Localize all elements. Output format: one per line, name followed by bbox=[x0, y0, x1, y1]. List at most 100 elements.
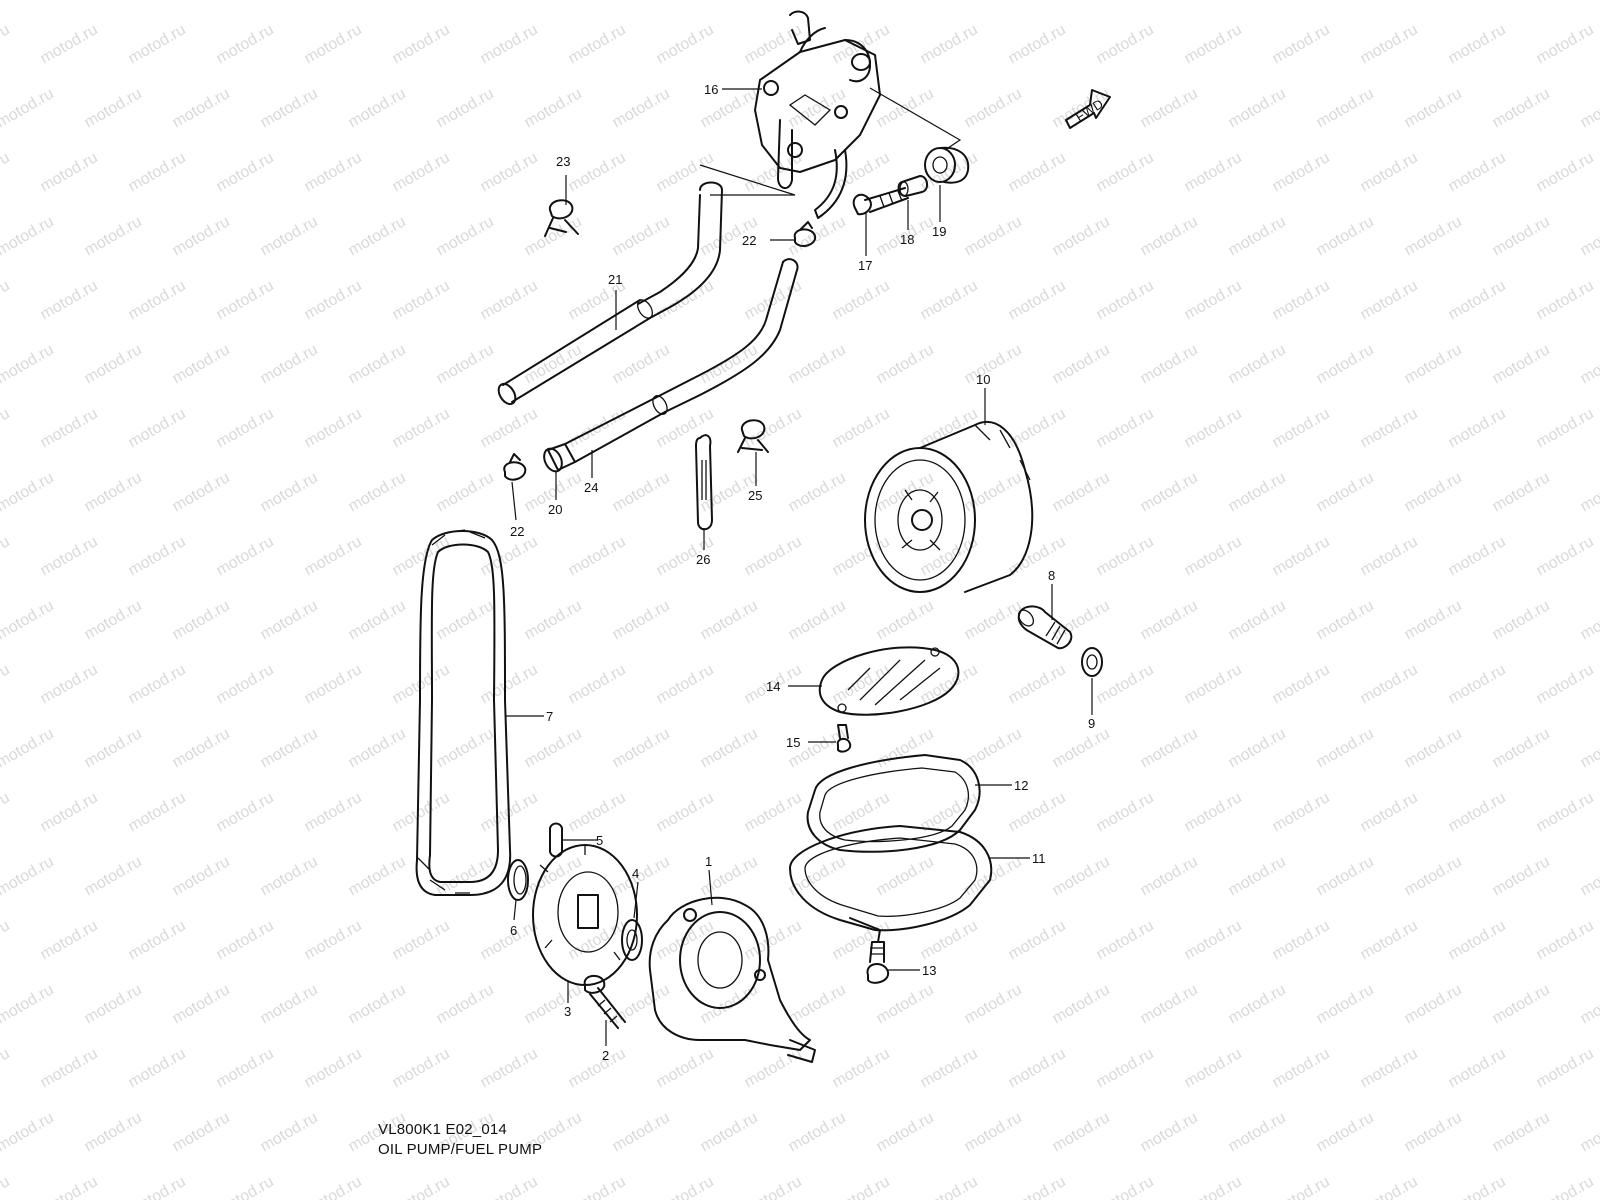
watermark-text: motod.ru bbox=[786, 1109, 849, 1155]
watermark-text: motod.ru bbox=[1006, 277, 1069, 323]
watermark-text: motod.ru bbox=[1094, 917, 1157, 963]
watermark-text: motod.ru bbox=[390, 405, 453, 451]
watermark-text: motod.ru bbox=[1006, 789, 1069, 835]
callout-19: 19 bbox=[932, 224, 946, 239]
watermark-text: motod.ru bbox=[126, 21, 189, 67]
watermark-text: motod.ru bbox=[478, 1045, 541, 1091]
watermark-text: motod.ru bbox=[1402, 725, 1465, 771]
watermark-text: motod.ru bbox=[478, 277, 541, 323]
watermark-text: motod.ru bbox=[522, 0, 585, 3]
watermark-text: motod.ru bbox=[82, 341, 145, 387]
watermark-text: motod.ru bbox=[874, 981, 937, 1027]
watermark-text: motod.ru bbox=[126, 149, 189, 195]
watermark-text: motod.ru bbox=[742, 789, 805, 835]
watermark-text: motod.ru bbox=[1358, 533, 1421, 579]
watermark-text: motod.ru bbox=[1490, 981, 1553, 1027]
watermark-text: motod.ru bbox=[742, 533, 805, 579]
watermark-text: motod.ru bbox=[1182, 277, 1245, 323]
watermark-text: motod.ru bbox=[786, 0, 849, 3]
watermark-text: motod.ru bbox=[566, 661, 629, 707]
watermark-text: motod.ru bbox=[1094, 1045, 1157, 1091]
watermark-text: motod.ru bbox=[1182, 789, 1245, 835]
fuel-pump bbox=[754, 10, 881, 219]
callout-8: 8 bbox=[1048, 568, 1055, 583]
watermark-text: motod.ru bbox=[1314, 0, 1377, 3]
watermark-text: motod.ru bbox=[1314, 853, 1377, 899]
watermark-text: motod.ru bbox=[0, 213, 57, 259]
watermark-text: motod.ru bbox=[170, 725, 233, 771]
chain-7 bbox=[415, 529, 512, 896]
fitting-20 bbox=[543, 443, 576, 473]
watermark-text: motod.ru bbox=[1490, 597, 1553, 643]
watermark-text: motod.ru bbox=[1226, 853, 1289, 899]
watermark-text: motod.ru bbox=[1270, 1045, 1333, 1091]
watermark-text: motod.ru bbox=[0, 1045, 13, 1091]
watermark-text: motod.ru bbox=[0, 661, 13, 707]
watermark-text: motod.ru bbox=[214, 277, 277, 323]
watermark-text: motod.ru bbox=[1314, 85, 1377, 131]
watermark-text: motod.ru bbox=[1270, 1173, 1333, 1200]
watermark-text: motod.ru bbox=[1578, 341, 1600, 387]
watermark-text: motod.ru bbox=[1534, 917, 1597, 963]
watermark-text: motod.ru bbox=[478, 533, 541, 579]
strap-26 bbox=[695, 434, 713, 531]
watermark-text: motod.ru bbox=[1578, 85, 1600, 131]
callout-1: 1 bbox=[705, 854, 712, 869]
watermark-text: motod.ru bbox=[1006, 661, 1069, 707]
watermark-text: motod.ru bbox=[962, 85, 1025, 131]
watermark-text: motod.ru bbox=[1006, 533, 1069, 579]
watermark-text: motod.ru bbox=[654, 277, 717, 323]
watermark-text: motod.ru bbox=[1314, 725, 1377, 771]
watermark-text: motod.ru bbox=[654, 1173, 717, 1200]
watermark-text: motod.ru bbox=[1006, 21, 1069, 67]
watermark-text: motod.ru bbox=[1446, 661, 1509, 707]
watermark-text: motod.ru bbox=[214, 1173, 277, 1200]
watermark-text: motod.ru bbox=[0, 725, 57, 771]
watermark-text: motod.ru bbox=[38, 21, 101, 67]
watermark-text: motod.ru bbox=[1446, 533, 1509, 579]
strainer-14 bbox=[818, 646, 960, 716]
watermark-text: motod.ru bbox=[1050, 725, 1113, 771]
watermark-text: motod.ru bbox=[258, 597, 321, 643]
watermark-text: motod.ru bbox=[874, 469, 937, 515]
watermark-text: motod.ru bbox=[1402, 1109, 1465, 1155]
watermark-text: motod.ru bbox=[1314, 469, 1377, 515]
callout-21: 21 bbox=[608, 272, 622, 287]
watermark-text: motod.ru bbox=[82, 725, 145, 771]
watermark-text: motod.ru bbox=[346, 469, 409, 515]
watermark-text: motod.ru bbox=[1182, 21, 1245, 67]
watermark-text: motod.ru bbox=[346, 213, 409, 259]
watermark-text: motod.ru bbox=[1226, 341, 1289, 387]
watermark-text: motod.ru bbox=[874, 597, 937, 643]
watermark-text: motod.ru bbox=[302, 277, 365, 323]
watermark-text: motod.ru bbox=[1138, 85, 1201, 131]
watermark-text: motod.ru bbox=[610, 341, 673, 387]
watermark-text: motod.ru bbox=[1050, 1109, 1113, 1155]
watermark-text: motod.ru bbox=[1050, 0, 1113, 3]
watermark-text: motod.ru bbox=[1182, 533, 1245, 579]
callout-13: 13 bbox=[922, 963, 936, 978]
watermark-text: motod.ru bbox=[1578, 981, 1600, 1027]
watermark-text: motod.ru bbox=[478, 21, 541, 67]
callout-11: 11 bbox=[1032, 851, 1046, 866]
watermark-text: motod.ru bbox=[1138, 469, 1201, 515]
watermark-text: motod.ru bbox=[610, 597, 673, 643]
watermark-text: motod.ru bbox=[1138, 597, 1201, 643]
watermark-text: motod.ru bbox=[1050, 597, 1113, 643]
watermark-text: motod.ru bbox=[1270, 21, 1333, 67]
watermark-text: motod.ru bbox=[478, 661, 541, 707]
watermark-text: motod.ru bbox=[874, 725, 937, 771]
watermark-text: motod.ru bbox=[258, 85, 321, 131]
watermark-text: motod.ru bbox=[1358, 917, 1421, 963]
watermark-text: motod.ru bbox=[302, 917, 365, 963]
watermark-text: motod.ru bbox=[478, 405, 541, 451]
callout-22-lower: 22 bbox=[510, 524, 524, 539]
sprocket-3 bbox=[532, 844, 638, 986]
watermark-text: motod.ru bbox=[1446, 1045, 1509, 1091]
callout-14: 14 bbox=[766, 679, 780, 694]
watermark-text: motod.ru bbox=[434, 213, 497, 259]
watermark-text: motod.ru bbox=[346, 597, 409, 643]
watermark-text: motod.ru bbox=[1402, 597, 1465, 643]
watermark-text: motod.ru bbox=[962, 1109, 1025, 1155]
callout-26: 26 bbox=[696, 552, 710, 567]
